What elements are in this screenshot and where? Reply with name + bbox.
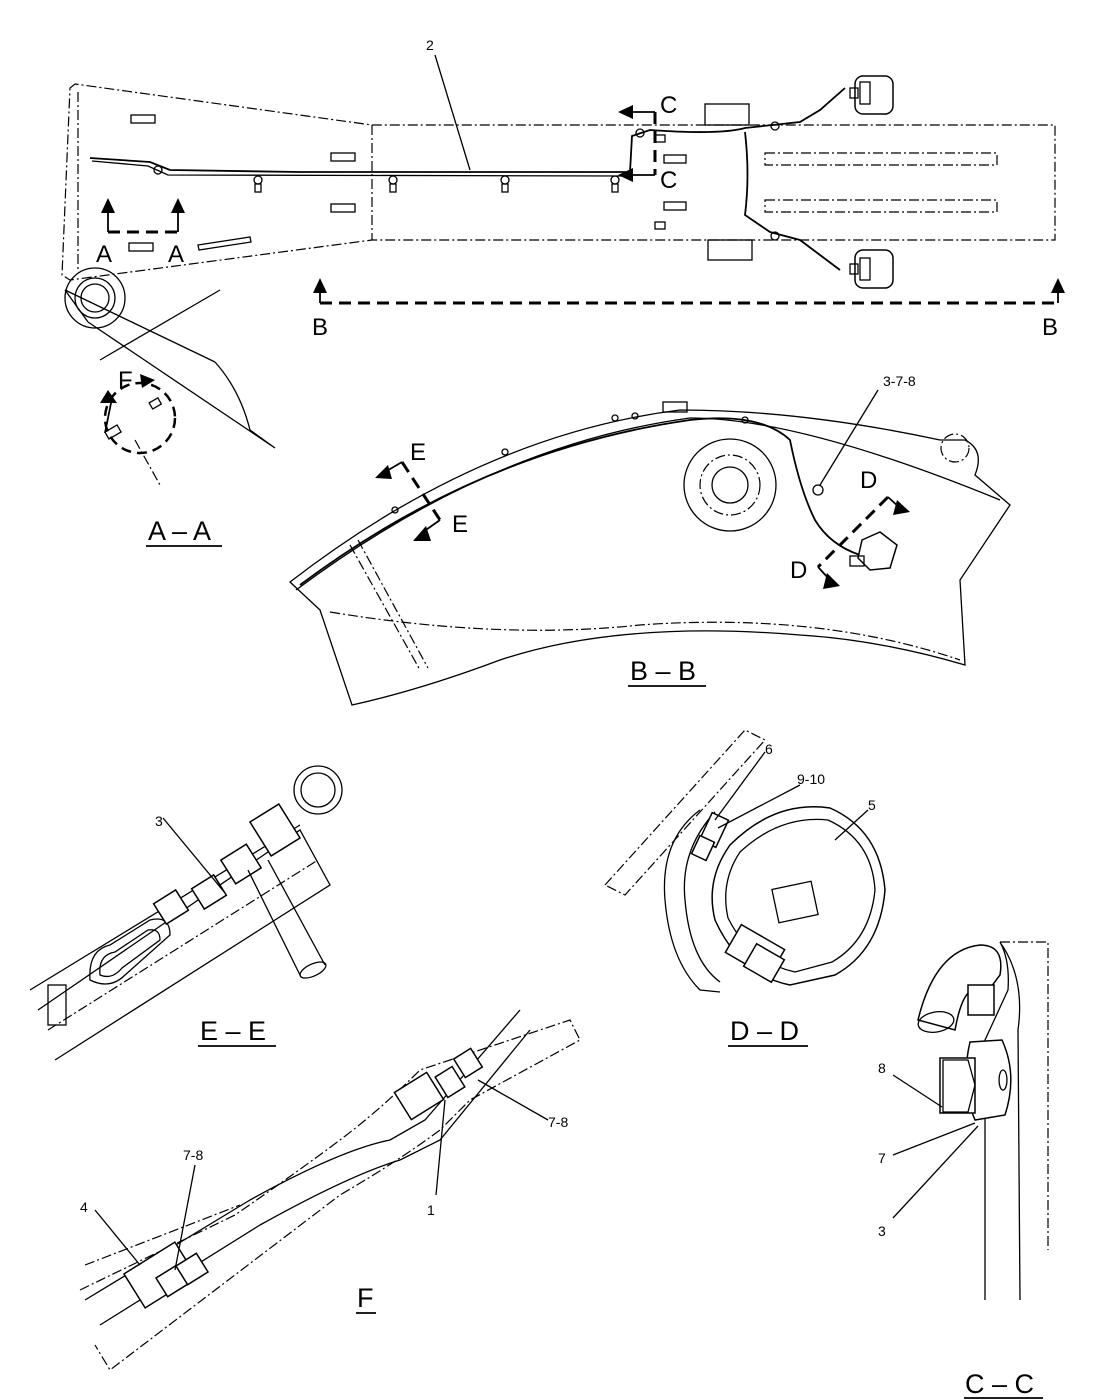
arrow-b-left (313, 278, 327, 293)
wiring-harness (89, 87, 846, 271)
arrow-b-right (1051, 278, 1065, 293)
callout-910: 9-10 (797, 771, 825, 787)
leader-f-78b (174, 1164, 196, 1271)
view-f: 7-8 7-8 4 1 F (79, 1009, 581, 1371)
leader-ee-3 (162, 817, 226, 894)
clamp-group-lower (122, 1241, 210, 1309)
section-c-label-bottom: C (660, 167, 677, 194)
view-bb: 3-7-8 E E D D B – B (288, 373, 1011, 706)
callout-f-78b: 7-8 (183, 1147, 203, 1163)
leader-2 (434, 54, 471, 171)
section-a-label-left: A (96, 241, 112, 268)
section-c-label-top: C (660, 92, 677, 119)
section-e-label-bottom: E (452, 511, 468, 538)
view-aa: F A – A (64, 267, 276, 547)
section-d-label-bottom: D (790, 557, 807, 584)
leader-f-78a (477, 1079, 549, 1121)
callout-cc-8: 8 (878, 1060, 886, 1076)
view-dd: 6 9-10 5 D – D (604, 729, 886, 1047)
view-title-ee: E – E (200, 1016, 266, 1046)
work-lamp-top (849, 75, 894, 115)
mounting-pads (128, 114, 687, 252)
leader-f-1 (435, 1099, 446, 1196)
section-e-label-top: E (410, 439, 426, 466)
callout-f-1: 1 (427, 1202, 435, 1218)
work-lamp-side (849, 531, 898, 571)
hinge-block-bottom (707, 239, 753, 261)
harness-clips (153, 121, 780, 241)
section-e-cutline (400, 461, 442, 521)
callout-f-4: 4 (80, 1199, 88, 1215)
hinge-block-top (704, 103, 750, 126)
boom-slot-lower (764, 199, 998, 213)
arrow-a-right (171, 198, 185, 213)
section-d-label-top: D (860, 467, 877, 494)
callout-cc-3: 3 (878, 1223, 886, 1239)
view-title-aa: A – A (148, 516, 211, 546)
callout-ee-3: 3 (155, 813, 163, 829)
boom-side-outline (288, 409, 1011, 706)
callout-378: 3-7-8 (883, 373, 916, 389)
leader-910 (717, 784, 801, 829)
leader-cc-8 (892, 1074, 943, 1108)
boom-slot-upper (764, 152, 998, 166)
leader-5 (834, 809, 869, 841)
boom-outline (61, 83, 1056, 281)
detail-f-label: F (118, 367, 133, 394)
detail-f-circle (103, 381, 177, 455)
leader-378 (819, 389, 879, 486)
clamp-group-upper (393, 1047, 484, 1121)
arrow-c-top (618, 105, 633, 119)
arrow-f (104, 397, 113, 434)
view-title-cc: C – C (965, 1369, 1034, 1399)
view-ee: 3 E – E (29, 765, 343, 1061)
callout-6: 6 (765, 741, 773, 757)
callout-2: 2 (426, 37, 434, 53)
arrow-c-bottom (618, 168, 633, 182)
section-b-label-left: B (312, 314, 328, 341)
section-d-cutline (816, 495, 890, 569)
section-b-label-right: B (1042, 314, 1058, 341)
callout-f-78a: 7-8 (548, 1114, 568, 1130)
view-cc: 8 7 3 C – C (878, 941, 1049, 1399)
callout-5: 5 (868, 797, 876, 813)
callout-cc-7: 7 (878, 1150, 886, 1166)
top-plan-view: 2 A A B B C C (61, 37, 1065, 341)
view-title-dd: D – D (730, 1016, 799, 1046)
section-a-label-right: A (168, 241, 184, 268)
leader-6 (714, 751, 766, 821)
leader-cc-7 (892, 1122, 976, 1156)
arrow-a-left (101, 198, 115, 213)
work-lamp-bottom (849, 249, 894, 289)
leader-f-4 (94, 1209, 141, 1266)
view-title-f: F (357, 1283, 374, 1313)
view-title-bb: B – B (630, 656, 696, 686)
leader-cc-3 (892, 1125, 979, 1219)
